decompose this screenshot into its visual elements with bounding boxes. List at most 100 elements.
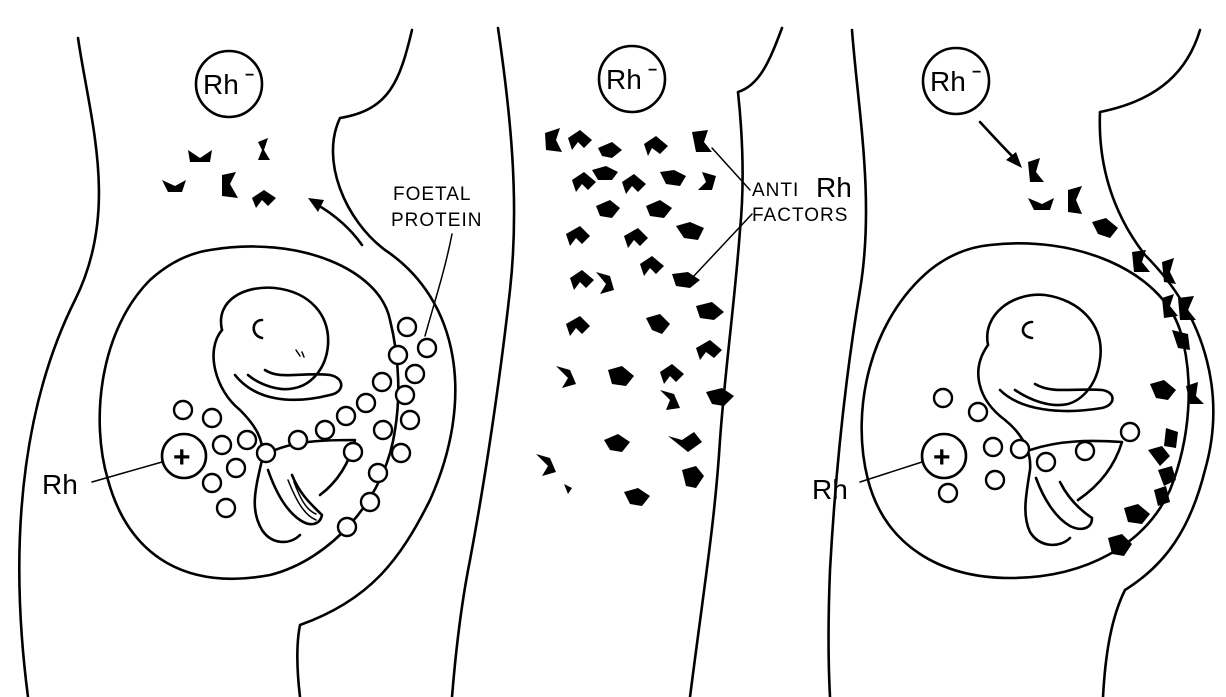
foetal-cell <box>211 434 233 456</box>
mother-rh-circle <box>194 49 264 119</box>
fetus-rh-sign: + <box>933 441 951 474</box>
foetal-cell <box>367 462 389 484</box>
fetus-eye <box>295 349 305 358</box>
anti-label-leader-2 <box>691 213 753 279</box>
mother-back-outline <box>827 28 868 697</box>
antibody <box>1162 294 1178 318</box>
antibody <box>1162 258 1176 284</box>
foetal-label-line2: PROTEIN <box>391 210 482 231</box>
panel-3: Rh − + Rh <box>812 28 1215 697</box>
foetal-cell-damaged <box>1035 451 1057 473</box>
protein-fragments <box>162 138 276 208</box>
foetal-cell <box>335 405 357 427</box>
fetus-rh-leader <box>91 461 163 483</box>
anti-rh-antibodies <box>536 128 734 506</box>
antibody <box>1164 428 1178 448</box>
foetal-cell <box>287 429 309 451</box>
antibody <box>1186 382 1204 404</box>
fetus-arm <box>998 382 1114 413</box>
anti-label-prefix: ANTI <box>752 180 799 201</box>
antibody <box>566 316 590 336</box>
antibody <box>660 390 680 410</box>
antibody <box>596 200 620 218</box>
foetal-cell <box>932 387 954 409</box>
antibody <box>1154 486 1170 506</box>
fetus-rh-leader <box>859 461 923 483</box>
fetus-rh-positive-cell <box>920 432 968 480</box>
mother-back-outline <box>450 26 516 697</box>
anti-label-main: Rh <box>816 172 852 203</box>
antibody <box>564 484 572 494</box>
anti-label-leader-1 <box>711 147 751 191</box>
foetal-cell <box>336 516 358 538</box>
foetal-cell-damaged <box>982 436 1004 458</box>
antibody-arrowhead <box>1006 152 1022 168</box>
antibody <box>1178 296 1196 320</box>
escape-arrow <box>314 202 364 247</box>
mother-rh-text: Rh <box>930 66 966 97</box>
fetus-rh-label: Rh <box>812 474 848 505</box>
antibody <box>1068 186 1082 214</box>
antibody <box>692 130 712 152</box>
foetal-cell <box>396 316 418 338</box>
antibody <box>1158 466 1176 486</box>
foetal-cell <box>967 401 989 423</box>
antibody <box>676 222 704 240</box>
fetus-body <box>977 343 1072 547</box>
foetal-cell <box>255 442 277 464</box>
antibody <box>1092 218 1118 238</box>
antibody <box>1028 158 1044 182</box>
foetal-label-line1: FOETAL <box>393 184 472 205</box>
antibody <box>668 432 702 452</box>
antibody <box>644 136 668 156</box>
mother-rh-sign: − <box>648 62 657 79</box>
fetus-head <box>219 286 330 391</box>
antibody <box>646 314 670 334</box>
antibody <box>545 128 562 152</box>
fetus-cord <box>1028 439 1124 502</box>
antibody <box>536 454 556 476</box>
mother-rh-sign: − <box>245 67 254 84</box>
mother-rh-text: Rh <box>606 64 642 95</box>
mother-belly-outline <box>1098 28 1215 697</box>
antibody <box>1172 330 1190 350</box>
fetus-rh-positive-cell <box>160 432 208 480</box>
fetus-ear <box>1021 320 1034 340</box>
protein-fragment <box>222 172 238 198</box>
foetal-cell <box>416 337 438 359</box>
antibody <box>624 488 650 506</box>
antibody <box>592 166 618 180</box>
antibody <box>696 302 724 320</box>
antibody <box>1148 446 1170 466</box>
antibody <box>1124 504 1150 524</box>
antibody <box>706 388 734 406</box>
antibody <box>572 172 596 192</box>
foetal-cell <box>172 399 194 421</box>
foetal-cell <box>355 392 377 414</box>
fetus-rh-label: Rh <box>42 469 78 500</box>
fetus-foot <box>287 479 317 521</box>
panel-2: Rh − <box>450 26 852 697</box>
antibody <box>556 366 576 388</box>
foetal-cell <box>359 491 381 513</box>
foetal-cell-damaged <box>937 482 959 504</box>
uterus-outline <box>98 245 400 580</box>
uterus-outline <box>860 242 1191 580</box>
foetal-cells <box>172 316 438 538</box>
foetal-cells <box>932 387 1141 504</box>
mother-back-outline <box>18 36 101 697</box>
foetal-cell <box>236 429 258 451</box>
fetus-rh-sign: + <box>173 441 191 474</box>
protein-fragment <box>258 138 270 160</box>
fetus-leg <box>266 468 324 526</box>
foetal-cell <box>372 419 394 441</box>
foetal-label-leader <box>424 233 453 337</box>
antibody <box>604 434 630 452</box>
antibody <box>698 172 716 190</box>
foetal-cell-damaged <box>984 469 1006 491</box>
foetal-cell <box>314 419 336 441</box>
mother-belly-outline <box>295 28 457 697</box>
foetal-cell <box>1119 421 1141 443</box>
fetus-cord <box>273 438 357 497</box>
mother-rh-text: Rh <box>203 69 239 100</box>
